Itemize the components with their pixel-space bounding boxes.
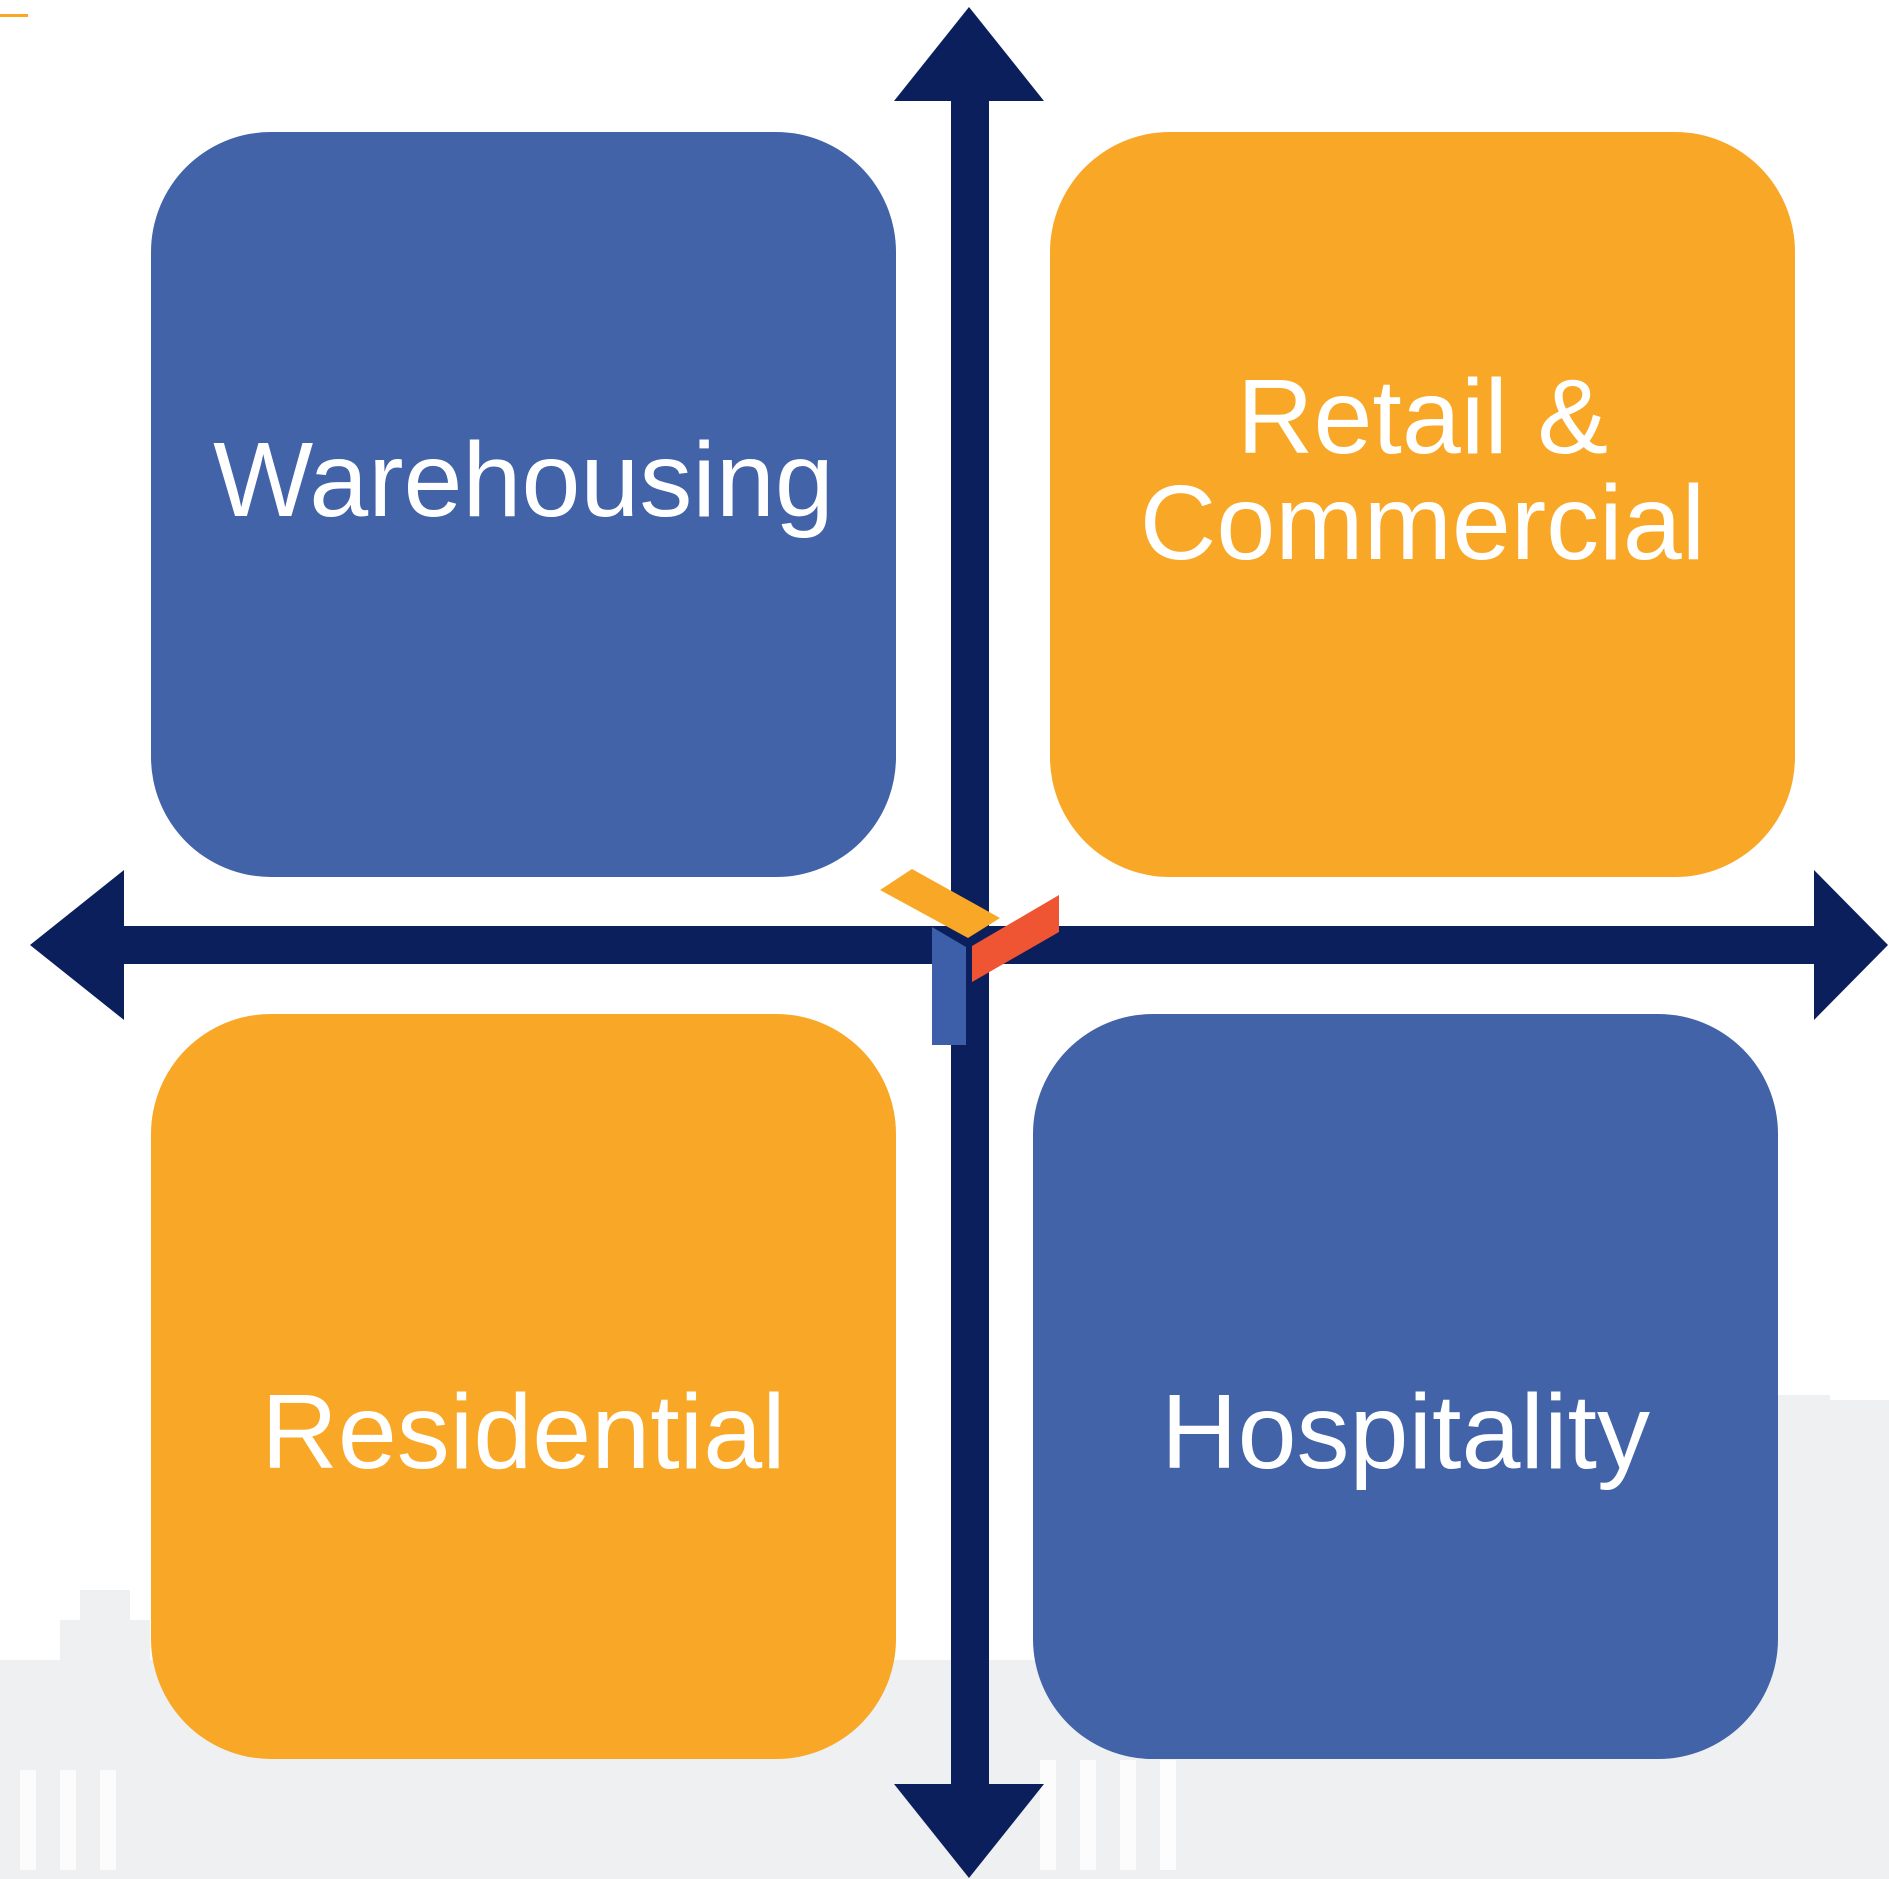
corner-accent-line	[0, 14, 28, 17]
quadrant-hospitality: Hospitality	[1033, 1014, 1778, 1759]
quadrant-warehousing: Warehousing	[151, 132, 896, 877]
quadrant-warehousing-label: Warehousing	[213, 420, 834, 539]
quadrant-retail-commercial: Retail & Commercial	[1050, 132, 1795, 877]
quadrant-residential-label: Residential	[261, 1372, 786, 1491]
quadrant-retail-commercial-label: Retail & Commercial	[1139, 357, 1706, 582]
arrow-down-icon	[894, 1784, 1044, 1878]
cube-logo-icon	[880, 869, 1059, 1045]
quadrant-residential: Residential	[151, 1014, 896, 1759]
arrow-right-icon	[1814, 870, 1888, 1020]
quadrant-hospitality-label: Hospitality	[1161, 1372, 1650, 1491]
arrow-left-icon	[30, 870, 124, 1020]
arrow-up-icon	[894, 7, 1044, 101]
